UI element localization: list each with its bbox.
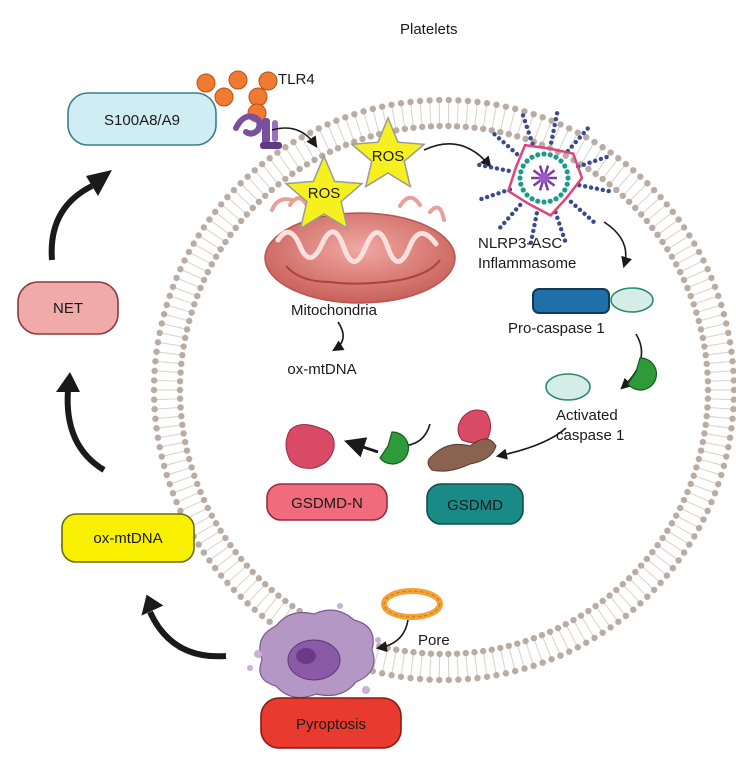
arrow-ros-to-inflammasome (423, 142, 492, 168)
ros-star-icon: ROS (350, 116, 426, 189)
pro-caspase-icon (532, 287, 654, 314)
gsdmd-n-box: GSDMD-N (266, 483, 388, 521)
platelet-membrane (150, 96, 736, 684)
ros-label-2: ROS (372, 148, 405, 165)
receptor-icon (233, 113, 282, 149)
tlr4-label: TLR4 (278, 71, 315, 88)
mitochondria-label: Mitochondria (291, 302, 378, 319)
ox-mtdna-box: ox-mtDNA (61, 513, 195, 563)
activated-caspase-icon (379, 431, 410, 465)
ros-label-1: ROS (308, 185, 341, 202)
arrow-caspase-to-gsdmd-n (344, 437, 379, 458)
ox-mtdna-inner-label: ox-mtDNA (287, 361, 356, 378)
arrowhead-to-net (56, 372, 80, 392)
gsdmd-n-protein-icon (285, 424, 335, 469)
inflammasome-label: Inflammasome (478, 255, 576, 272)
arrow-inflammasome-to-pro-caspase (603, 221, 632, 269)
arrow-tlr4-to-ros (271, 127, 318, 148)
arrowhead-to-s100 (86, 170, 112, 196)
mitochondria-icon (264, 195, 456, 304)
pro-caspase-label: Pro-caspase 1 (508, 320, 605, 337)
arrow-caspase-to-gsdmd (495, 427, 567, 460)
cycle-arrows (48, 170, 227, 660)
pore-label: Pore (418, 632, 450, 649)
net-label: NET (53, 300, 83, 317)
s100a8-a9-label: S100A8/A9 (104, 112, 180, 129)
gsdmd-label: GSDMD (447, 497, 503, 514)
activated-label: Activated (556, 407, 618, 424)
s100a8-a9-box: S100A8/A9 (67, 92, 217, 146)
platelets-label: Platelets (400, 21, 458, 38)
gsdmd-box: GSDMD (426, 483, 524, 525)
pyroptotic-cell-icon (247, 603, 381, 703)
arrow-mito-to-ox-mtdna (332, 321, 345, 352)
arrow-pyroptosis-to-ox-mtdna (147, 610, 227, 660)
nlrp3-asc-label: NLRP3-ASC (478, 235, 562, 252)
arrow-pore-to-cell (375, 619, 409, 653)
arrow-net-to-s100 (48, 183, 94, 261)
gsdmd-protein-icon (427, 409, 497, 472)
arrowhead-to-ox-mtdna (141, 594, 164, 616)
caspase-1-label: caspase 1 (556, 427, 624, 444)
pore-icon (381, 588, 443, 620)
arrow-ox-mtdna-to-net (64, 389, 106, 473)
ox-mtdna-box-label: ox-mtDNA (93, 530, 162, 547)
net-box: NET (17, 281, 119, 335)
gsdmd-n-label: GSDMD-N (291, 495, 363, 512)
s100-ligand-cluster (196, 70, 278, 123)
ros-star-icon: ROS (284, 154, 364, 230)
inflammasome-icon (477, 111, 611, 245)
pyroptosis-box: Pyroptosis (260, 697, 402, 749)
pyroptosis-label: Pyroptosis (296, 716, 366, 733)
activated-caspase-icon (545, 357, 658, 401)
